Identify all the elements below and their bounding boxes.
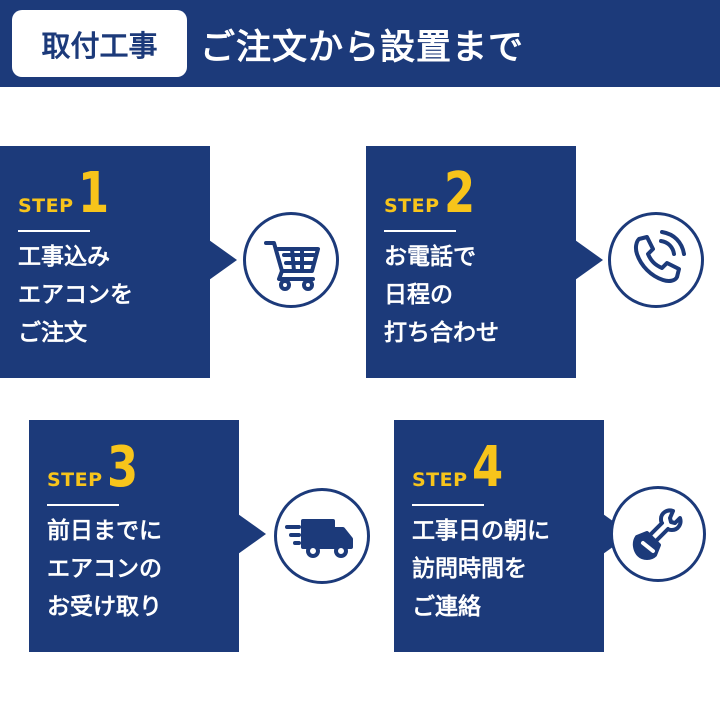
step-word: STEP [412,469,468,491]
step-card-1: STEP 1 工事込み エアコンを ご注文 [0,146,210,378]
step-divider [18,230,90,232]
step-line: お電話で [384,244,476,270]
delivery-truck-icon [274,488,370,584]
step-arrow [575,240,603,280]
step-line: エアコンの [47,556,162,582]
step-description: 工事込み エアコンを ご注文 [18,238,133,352]
step-word: STEP [384,195,440,217]
step-line: 日程の [384,282,453,308]
step-heading: STEP 4 [412,435,511,500]
step-description: 工事日の朝に 訪問時間を ご連絡 [412,512,550,626]
step-description: 前日までに エアコンの お受け取り [47,512,162,626]
page-title: ご注文から設置まで [200,27,525,68]
step-heading: STEP 2 [384,161,483,226]
step-arrow [238,514,266,554]
step-card-2: STEP 2 お電話で 日程の 打ち合わせ [366,146,576,378]
step-divider [47,504,119,506]
step-line: 訪問時間を [412,556,527,582]
step-number: 2 [443,161,475,226]
step-heading: STEP 1 [18,161,117,226]
step-number: 1 [77,161,109,226]
step-word: STEP [18,195,74,217]
shopping-cart-icon [243,212,339,308]
step-line: お受け取り [47,594,162,620]
step-line: 工事日の朝に [412,518,550,544]
step-arrow [209,240,237,280]
step-card-3: STEP 3 前日までに エアコンの お受け取り [29,420,239,652]
header-banner: 取付工事 ご注文から設置まで [0,0,720,87]
step-number: 4 [471,435,503,500]
header-tag: 取付工事 [12,10,187,77]
step-card-4: STEP 4 工事日の朝に 訪問時間を ご連絡 [394,420,604,652]
step-line: 打ち合わせ [384,320,499,346]
step-description: お電話で 日程の 打ち合わせ [384,238,499,352]
wrench-tools-icon [610,486,706,582]
step-line: ご連絡 [412,594,481,620]
step-line: 工事込み [18,244,110,270]
step-divider [384,230,456,232]
step-divider [412,504,484,506]
phone-icon [608,212,704,308]
step-word: STEP [47,469,103,491]
step-line: 前日までに [47,518,162,544]
step-line: ご注文 [18,320,87,346]
step-heading: STEP 3 [47,435,146,500]
step-line: エアコンを [18,282,133,308]
step-number: 3 [106,435,138,500]
